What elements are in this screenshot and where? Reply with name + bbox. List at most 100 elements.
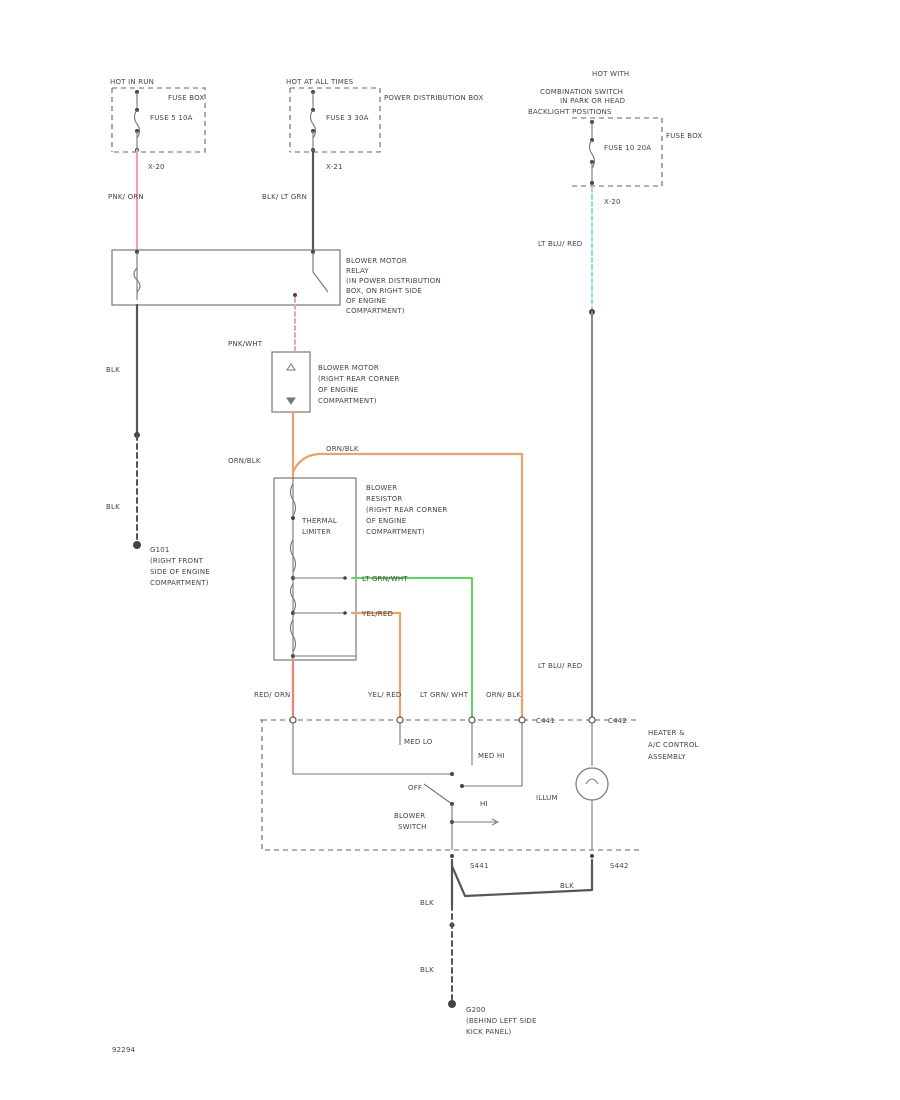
- left-connector-label: X-20: [148, 163, 165, 171]
- wire-label-blk-2: BLK: [106, 503, 120, 511]
- wire-label-blk-1: BLK: [106, 366, 120, 374]
- relay-label-1: BLOWER MOTOR: [346, 257, 407, 265]
- switch-med-lo: MED LO: [404, 738, 433, 746]
- thermal-label-2: LIMITER: [302, 528, 331, 536]
- right-hot-line-4: BACKLIGHT POSITIONS: [528, 108, 612, 116]
- pin-orn-blk: [518, 716, 526, 724]
- middle-hot-label: HOT AT ALL TIMES: [286, 78, 354, 86]
- motor-label-2: (RIGHT REAR CORNER: [318, 375, 399, 383]
- heater-ac-control-assembly: C441 C442 HEATER & A/C CONTROL ASSEMBLY …: [260, 716, 698, 851]
- connector-s442: S442: [610, 862, 629, 870]
- wire-label-orn-blk-b: ORN/ BLK: [486, 691, 521, 699]
- relay-output-terminal: [293, 293, 297, 297]
- right-box-label: FUSE BOX: [666, 132, 702, 140]
- right-hot-line-1: HOT WITH: [592, 70, 629, 78]
- connector-c441: C441: [536, 717, 555, 725]
- left-fuse-label: FUSE 5 10A: [150, 114, 193, 122]
- switch-med-hi: MED HI: [478, 752, 505, 760]
- black-ground-wire-lamp: [450, 858, 594, 898]
- middle-connector-label: X-21: [326, 163, 343, 171]
- left-box-label: FUSE BOX: [168, 94, 204, 102]
- middle-fuse-label: FUSE 3 30A: [326, 114, 369, 122]
- blower-resistor: THERMAL LIMITER BLOWER RESISTOR (RIGHT R…: [273, 477, 447, 661]
- splice-s442-dot: [590, 854, 594, 858]
- motor-label-1: BLOWER MOTOR: [318, 364, 379, 372]
- resistor-tap-2: [343, 611, 347, 615]
- resistor-coil-2: [289, 583, 297, 613]
- relay-coil-icon: [133, 267, 141, 293]
- middle-fuse-box: HOT AT ALL TIMES POWER DISTRIBUTION BOX …: [286, 78, 483, 171]
- resistor-coil-3: [289, 619, 297, 653]
- ground-bottom-1: G200: [466, 1006, 486, 1014]
- resistor-tap-1: [343, 576, 347, 580]
- wire-label-yel-red-b: YEL/ RED: [367, 691, 401, 699]
- wire-label-red-orn: RED/ ORN: [254, 691, 290, 699]
- relay-switch-icon: [312, 271, 329, 293]
- ground-left-4: COMPARTMENT): [150, 579, 209, 587]
- resistor-node-1: [291, 516, 295, 520]
- resistor-label-1: BLOWER: [366, 484, 397, 492]
- wire-label-yel-red: YEL/RED: [361, 610, 393, 618]
- switch-label-2: SWITCH: [398, 823, 427, 831]
- lt-green-white-wire: [351, 577, 473, 719]
- ground-left-1: G101: [150, 546, 170, 554]
- heater-label-3: ASSEMBLY: [648, 753, 686, 761]
- switch-contact-lo: [450, 772, 454, 776]
- wire-label-orn-blk-top: ORN/BLK: [326, 445, 359, 453]
- middle-box-label: POWER DISTRIBUTION BOX: [384, 94, 483, 102]
- right-fuse-box: HOT WITH COMBINATION SWITCH IN PARK OR H…: [528, 70, 702, 206]
- motor-label-3: OF ENGINE: [318, 386, 358, 394]
- resistor-label-5: COMPARTMENT): [366, 528, 425, 536]
- wire-label-blk-ltgrn: BLK/ LT GRN: [262, 193, 307, 201]
- ground-left-2: (RIGHT FRONT: [150, 557, 204, 565]
- blower-motor-relay: BLOWER MOTOR RELAY (IN POWER DISTRIBUTIO…: [111, 249, 441, 315]
- right-fuse-label: FUSE 10 20A: [604, 144, 651, 152]
- ground-left-icon: [133, 541, 141, 549]
- right-fuse-icon: [588, 139, 596, 169]
- left-fuse-icon: [133, 109, 141, 139]
- connector-c442: C442: [608, 717, 627, 725]
- ground-bottom-icon: [448, 1000, 456, 1008]
- thermal-limiter-icon: [289, 483, 297, 517]
- blower-switch-lever-icon: [423, 783, 453, 805]
- resistor-coil-1: [289, 539, 297, 573]
- wire-label-blk-3: BLK: [560, 882, 574, 890]
- switch-hi: HI: [480, 800, 488, 808]
- wire-label-ltblu-red-top: LT BLU/ RED: [538, 240, 582, 248]
- thermal-label-1: THERMAL: [301, 517, 337, 525]
- ground-left-3: SIDE OF ENGINE: [150, 568, 210, 576]
- middle-fuse-icon: [309, 109, 317, 139]
- yellow-red-wire: [350, 611, 402, 720]
- resistor-label-4: OF ENGINE: [366, 517, 406, 525]
- relay-label-6: COMPARTMENT): [346, 307, 405, 315]
- right-hot-line-3: IN PARK OR HEAD: [560, 97, 625, 105]
- left-hot-label: HOT IN RUN: [110, 78, 154, 86]
- resistor-label-2: RESISTOR: [366, 495, 403, 503]
- orange-black-loop-wire: [291, 452, 524, 720]
- pin-red-orn: [289, 716, 297, 724]
- illum-label: ILLUM: [536, 794, 558, 802]
- pin-ltgrn-wht: [468, 716, 476, 724]
- relay-label-3: (IN POWER DISTRIBUTION: [346, 277, 441, 285]
- switch-label-1: BLOWER: [394, 812, 425, 820]
- right-fuse-bottom-terminal: [590, 181, 594, 185]
- motor-icon: [286, 363, 296, 371]
- wire-label-pnk-wht: PNK/WHT: [228, 340, 263, 348]
- pin-ltblu-red: [588, 716, 596, 724]
- splice-s441-dot: [450, 854, 454, 858]
- switch-contact-hi: [460, 784, 464, 788]
- wire-label-orn-blk: ORN/BLK: [228, 457, 261, 465]
- relay-label-4: BOX, ON RIGHT SIDE: [346, 287, 422, 295]
- wire-label-lt-grn-wht: LT GRN/WHT: [362, 575, 408, 583]
- wire-label-blk-4: BLK: [420, 899, 434, 907]
- connector-s441: S441: [470, 862, 489, 870]
- ground-bottom-3: KICK PANEL): [466, 1028, 511, 1036]
- wire-label-ltgrn-wht-b: LT GRN/ WHT: [420, 691, 469, 699]
- switch-off: OFF: [408, 784, 422, 792]
- motor-label-4: COMPARTMENT): [318, 397, 377, 405]
- wire-label-ltblu-red-bottom: LT BLU/ RED: [538, 662, 582, 670]
- ground-bottom-2: (BEHIND LEFT SIDE: [466, 1017, 537, 1025]
- heater-label-1: HEATER &: [648, 729, 685, 737]
